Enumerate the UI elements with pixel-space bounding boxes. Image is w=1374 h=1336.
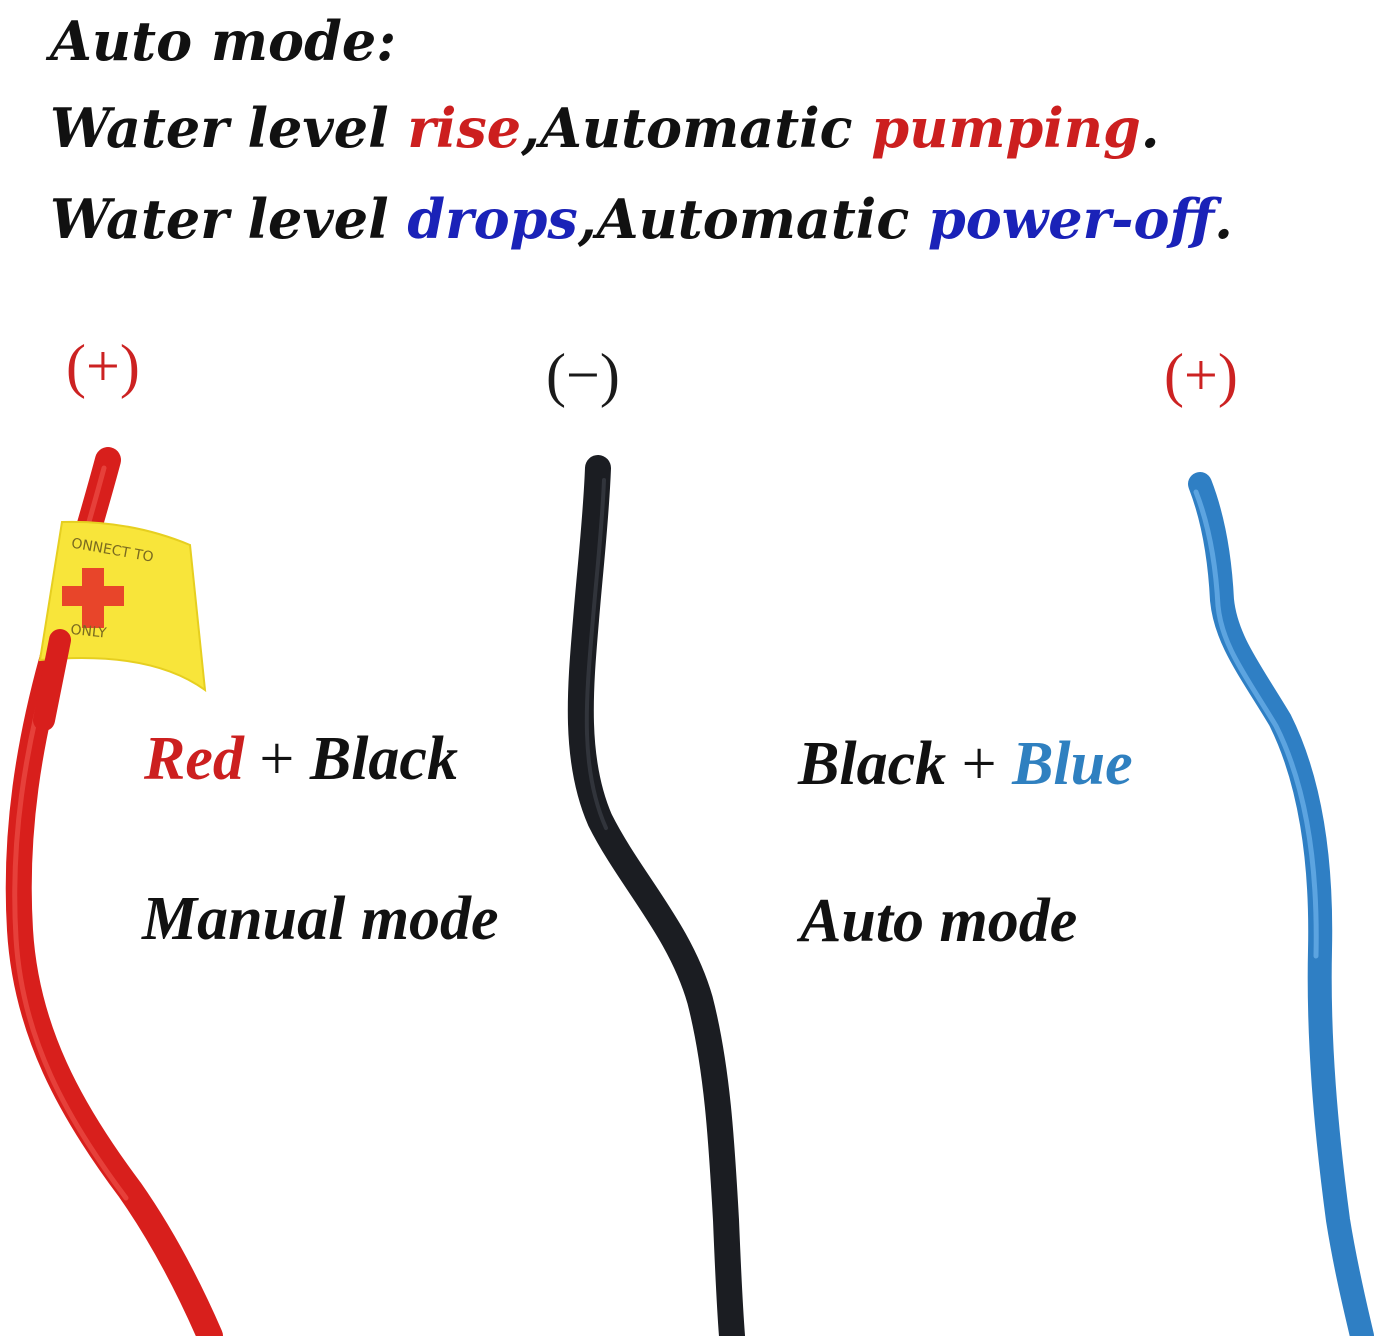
auto-mode-label: Auto mode	[800, 887, 1078, 955]
combo-black-blue: Black + Blue	[798, 733, 1133, 795]
black-wire-highlight	[584, 478, 608, 830]
manual-mode-label: Manual mode	[142, 885, 499, 953]
connect-tag: ONNECT TO ONLY	[38, 520, 207, 693]
combo-left-plus: +	[243, 725, 310, 793]
rise-end: .	[1140, 96, 1160, 160]
headline-drops-line: Water level drops,Automatic power-off.	[50, 192, 1233, 246]
combo-right-second: Blue	[1012, 730, 1133, 798]
drops-prefix: Water level	[50, 187, 408, 251]
combo-right-plus: +	[946, 730, 1013, 798]
rise-middle: ,Automatic	[521, 96, 872, 160]
polarity-negative-middle: (−)	[546, 342, 620, 408]
black-wire	[567, 455, 745, 1336]
blue-wire	[1188, 472, 1374, 1336]
combo-left-second: Black	[309, 725, 458, 793]
rise-prefix: Water level	[50, 96, 408, 160]
combo-right-first: Black	[798, 730, 947, 798]
drops-word: drops	[407, 187, 578, 251]
pumping-word: pumping	[871, 96, 1141, 160]
tag-plus-icon	[62, 568, 124, 628]
drops-middle: ,Automatic	[577, 187, 928, 251]
tag-bottom-text: ONLY	[70, 622, 108, 642]
power-off-word: power-off	[928, 187, 1215, 251]
red-wire-over-tag	[33, 629, 71, 731]
combo-red-black: Red + Black	[144, 728, 458, 790]
combo-left-first: Red	[144, 725, 244, 793]
drops-end: .	[1214, 187, 1233, 251]
blue-wire-highlight	[1193, 489, 1319, 959]
polarity-positive-right: (+)	[1164, 342, 1238, 408]
rise-word: rise	[407, 96, 522, 160]
headline-rise-line: Water level rise,Automatic pumping.	[50, 101, 1160, 155]
polarity-positive-left: (+)	[66, 333, 140, 399]
headline-auto-mode: Auto mode:	[50, 9, 397, 73]
